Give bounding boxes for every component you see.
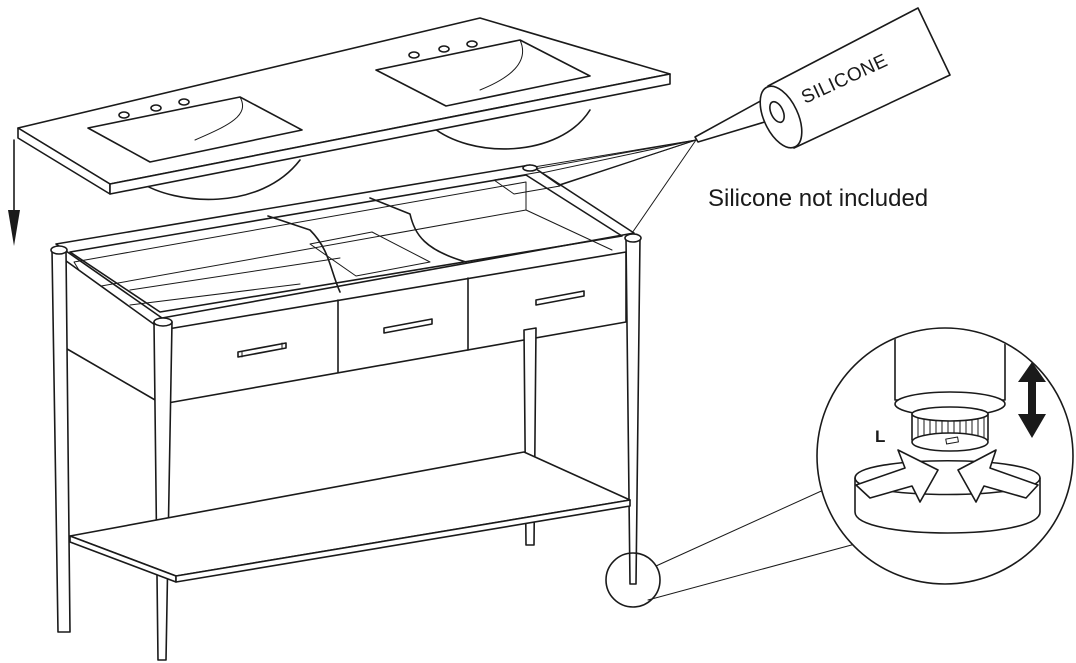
right-sink-curve (479, 39, 524, 91)
tube-cap-ring (769, 100, 785, 124)
left-partition (267, 215, 341, 293)
detail-rotation-ring (854, 459, 1041, 534)
rotate-arrow-right (957, 449, 1039, 503)
countertop (17, 17, 671, 201)
countertop-edge-front (109, 73, 671, 195)
right-sink-opening (375, 39, 591, 107)
silicone-tube: SILICONE (694, 7, 951, 149)
faucet-hole-right-3 (466, 40, 478, 48)
leveler-detail: L (816, 327, 1074, 585)
leg-cap-4 (522, 164, 538, 172)
rotate-arrow-left (855, 449, 939, 503)
left-sink-curve (194, 96, 244, 141)
lower-shelf-edge-front (175, 499, 631, 583)
drawer-handle-right (535, 290, 585, 306)
leg-cap-2 (153, 317, 173, 327)
leg-front-left-rear (51, 249, 71, 633)
right-partition (369, 197, 467, 263)
drawer-handle-center (383, 318, 433, 334)
leg-front-right (625, 237, 641, 585)
center-box-top (309, 231, 431, 277)
silicone-note: Silicone not included (708, 185, 928, 212)
mount-clip (493, 171, 561, 195)
vanity-frame (50, 164, 642, 661)
faucet-hole-right-1 (408, 51, 420, 59)
tube-end-cap (759, 85, 803, 149)
drawer-handle-left (237, 342, 287, 358)
level-letter: L (875, 427, 885, 446)
leg-front-left (153, 321, 173, 661)
leg-cap-1 (50, 245, 68, 255)
right-basin-bowl (429, 109, 591, 150)
faucet-hole-left-3 (178, 98, 190, 106)
arrow-down-icon (8, 139, 20, 246)
foot-callout-circle (605, 552, 661, 608)
faucet-hole-left-2 (150, 104, 162, 112)
detail-leg (894, 329, 1006, 401)
double-arrow-vertical-icon (1018, 362, 1046, 438)
left-sink-opening (87, 96, 303, 163)
frame-top-inner (69, 174, 623, 313)
faucet-hole-right-2 (438, 45, 450, 53)
left-basin-bowl (139, 159, 301, 201)
leg-cap-3 (624, 233, 642, 243)
faucet-hole-left-1 (118, 111, 130, 119)
detail-leveler-base (911, 432, 989, 452)
